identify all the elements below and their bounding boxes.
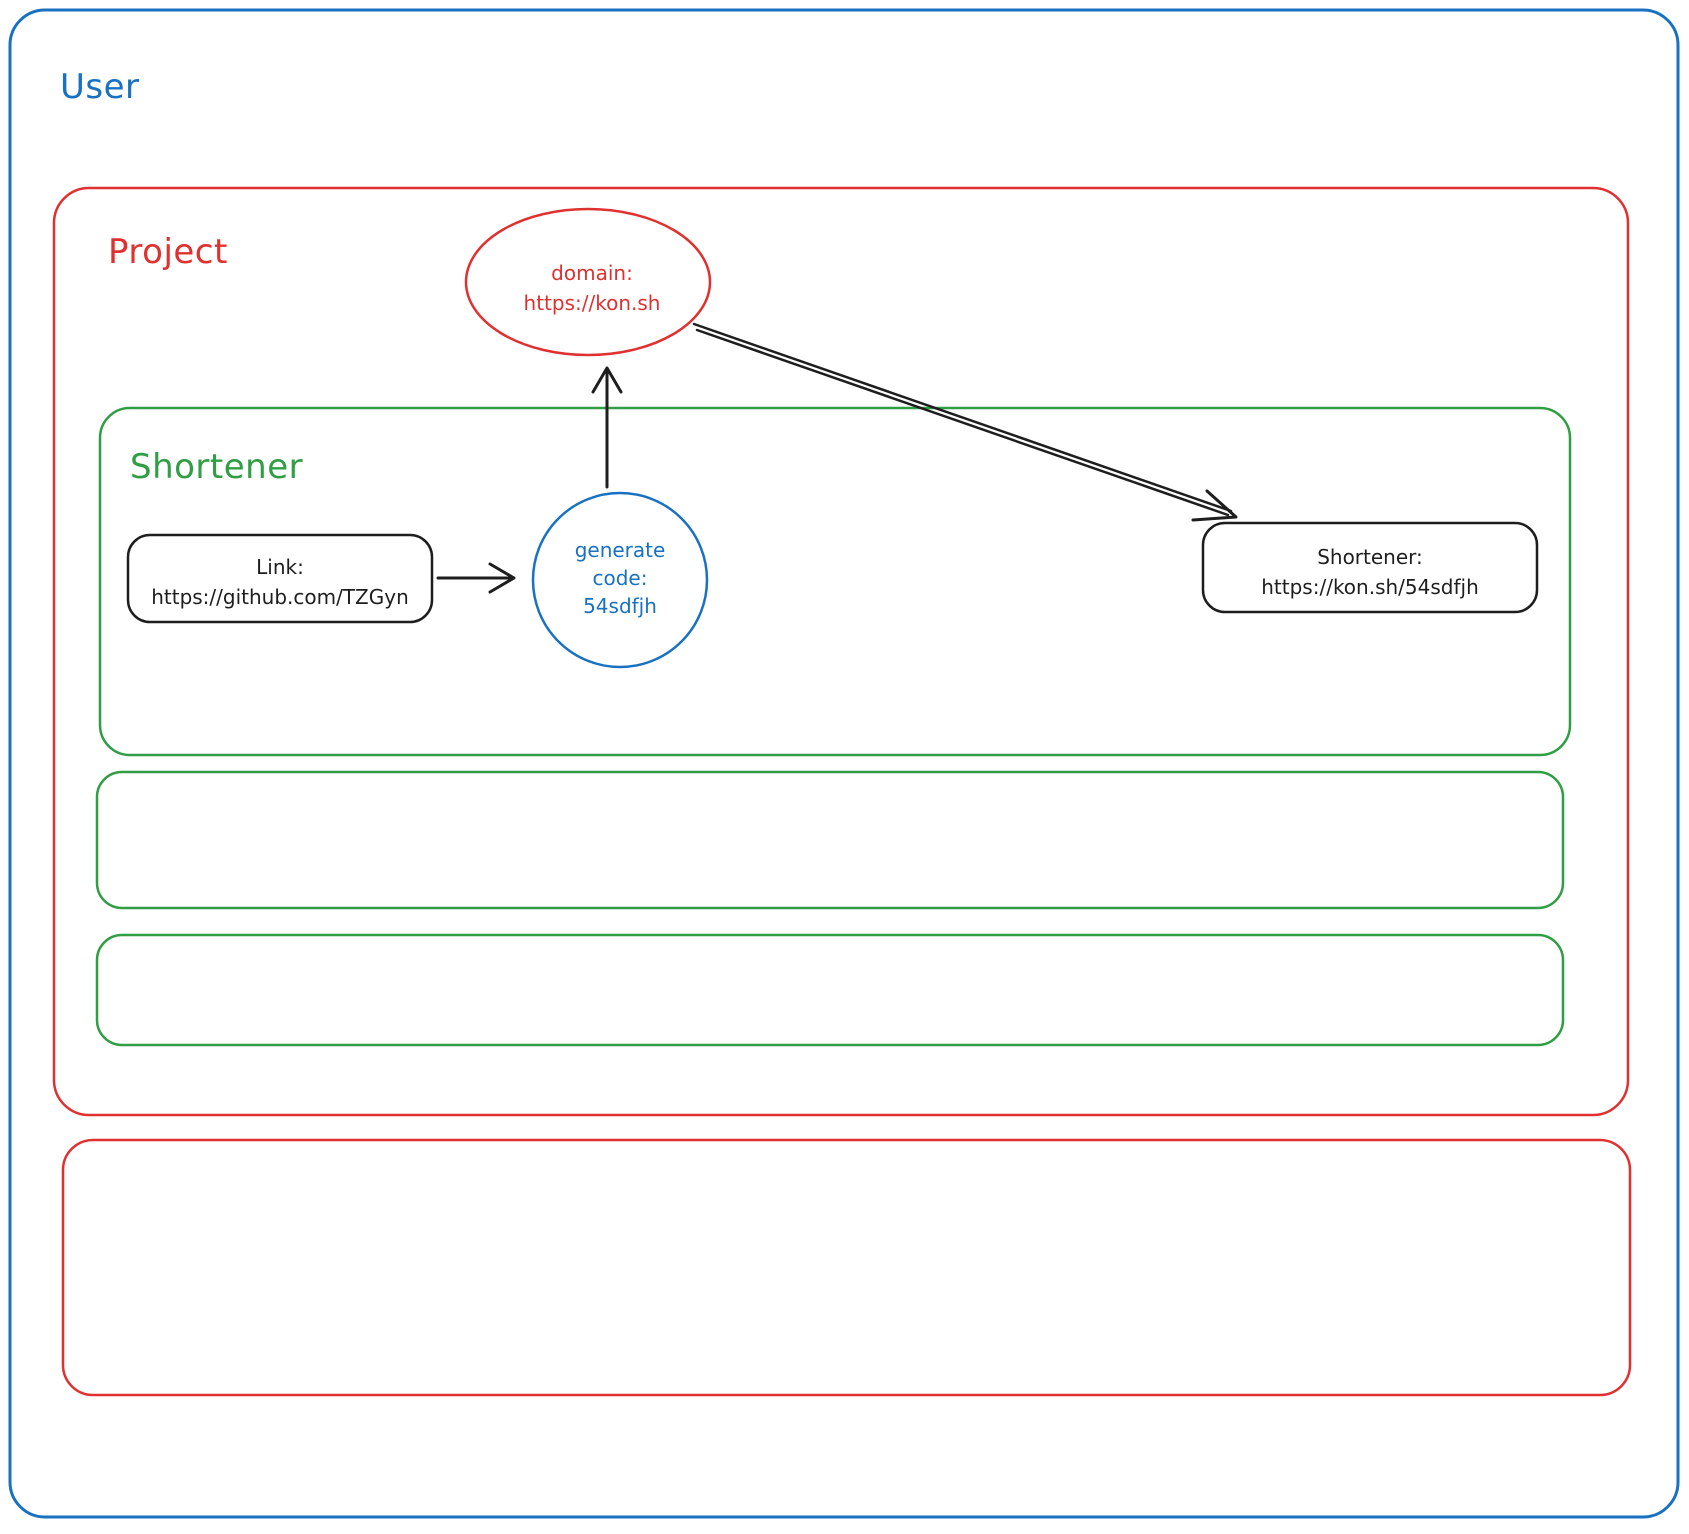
arrow-generate-code-to-domain (591, 366, 623, 489)
link-label-line1: Link: (256, 555, 304, 579)
green-placeholder-box-2 (95, 933, 1565, 1047)
shortener-container: Shortener (98, 406, 1572, 757)
user-container: User (8, 8, 1680, 1519)
shortened-link-label-line2: https://kon.sh/54sdfjh (1261, 575, 1479, 599)
shortener-label: Shortener (130, 447, 303, 487)
project-container-border (52, 186, 1630, 1117)
arrow-link-to-generate-code (436, 562, 516, 594)
arrow-domain-to-shortened (692, 322, 1238, 522)
generate-code-circle (531, 491, 709, 669)
project-label: Project (108, 232, 228, 272)
domain-ellipse (464, 207, 712, 357)
project-container: Project (52, 186, 1630, 1117)
generate-code-node: generate code: 54sdfjh (531, 491, 709, 669)
link-box (126, 533, 434, 624)
arrow-link-to-generate-code-head (488, 562, 516, 594)
arrow-domain-to-shortened-shaft-2 (695, 328, 1230, 517)
generate-code-label-line1: generate (575, 538, 666, 562)
shortened-link-label-line1: Shortener: (1317, 545, 1423, 569)
user-label: User (60, 67, 140, 107)
link-label-line2: https://github.com/TZGyn (151, 585, 409, 609)
domain-node: domain: https://kon.sh (464, 207, 712, 357)
domain-label-line1: domain: (551, 261, 633, 285)
arrow-domain-to-shortened-head (1191, 489, 1238, 522)
user-container-border (8, 8, 1680, 1519)
link-node: Link: https://github.com/TZGyn (126, 533, 434, 624)
generate-code-label-line2: code: (593, 566, 648, 590)
arrow-generate-code-to-domain-head (591, 366, 623, 394)
arrow-domain-to-shortened-shaft (692, 322, 1233, 513)
generate-code-label-line3: 54sdfjh (583, 594, 657, 618)
shortened-link-box (1201, 521, 1539, 614)
shortened-link-node: Shortener: https://kon.sh/54sdfjh (1201, 521, 1539, 614)
domain-label-line2: https://kon.sh (524, 291, 661, 315)
shortener-container-border (98, 406, 1572, 757)
green-placeholder-box-1 (95, 770, 1565, 910)
red-placeholder-box (61, 1138, 1632, 1397)
